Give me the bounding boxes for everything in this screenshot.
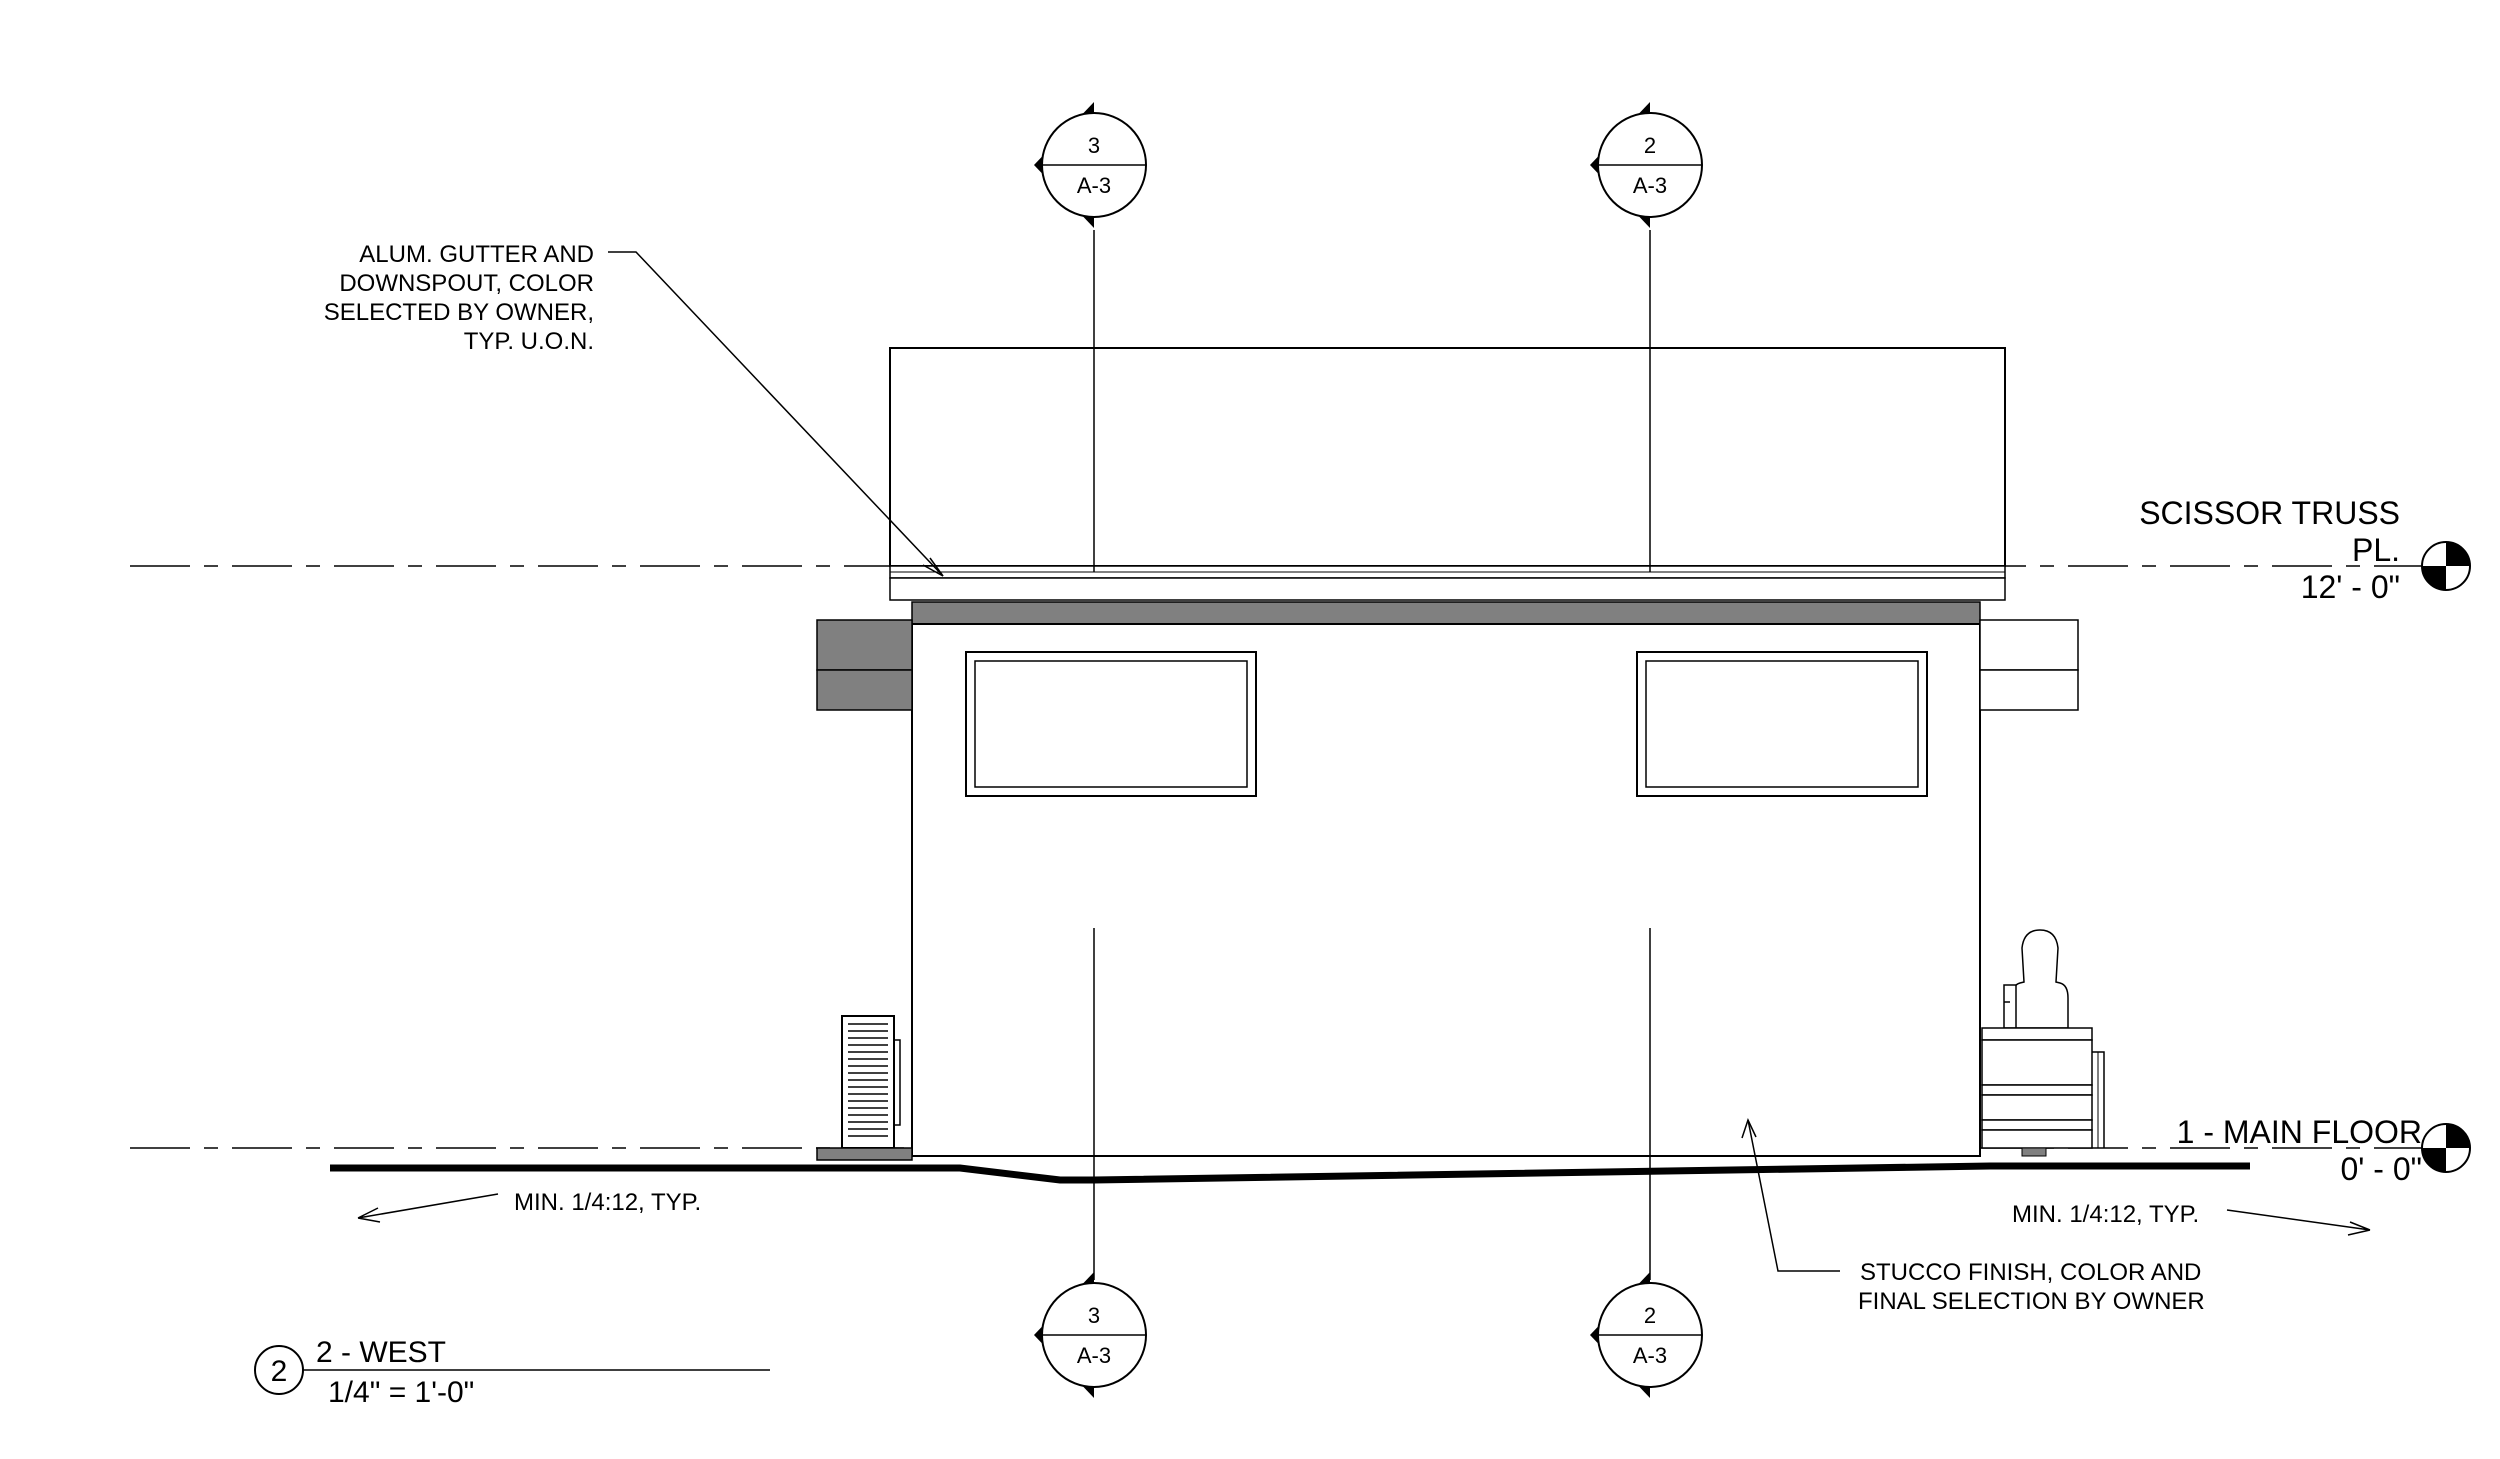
stucco-leader-arrow bbox=[1741, 1117, 1757, 1139]
section-marker-number: 3 bbox=[1088, 133, 1100, 158]
truss-level-name-2: PL. bbox=[2352, 532, 2400, 568]
stucco-note: STUCCO FINISH, COLOR AND FINAL SELECTION… bbox=[1858, 1259, 2205, 1315]
section-marker-bottom-right: 2 A-3 bbox=[1590, 1272, 1703, 1398]
roof-parapet bbox=[889, 347, 2006, 567]
slope-arrow-left bbox=[357, 1193, 499, 1223]
stucco-leader bbox=[1747, 1119, 1840, 1272]
slope-note-left: MIN. 1/4:12, TYP. bbox=[514, 1189, 701, 1216]
truss-level-name: SCISSOR TRUSS bbox=[2139, 495, 2400, 531]
gutter-note-line: SELECTED BY OWNER, bbox=[324, 299, 594, 326]
section-marker-sheet: A-3 bbox=[1077, 173, 1111, 198]
left-side-element-top bbox=[816, 619, 913, 671]
section-marker-sheet: A-3 bbox=[1633, 173, 1667, 198]
gutter-leader-arrow bbox=[922, 557, 944, 577]
window-left bbox=[965, 651, 1257, 797]
gutter-note-line: TYP. U.O.N. bbox=[464, 328, 594, 355]
view-title-number: 2 bbox=[271, 1355, 288, 1388]
level-marker-main bbox=[2421, 1123, 2471, 1173]
slope-note-right: MIN. 1/4:12, TYP. bbox=[2012, 1201, 2199, 1228]
window-right bbox=[1636, 651, 1928, 797]
view-title-scale: 1/4" = 1'-0" bbox=[328, 1376, 474, 1409]
main-floor-level-name: 1 - MAIN FLOOR bbox=[2177, 1114, 2422, 1150]
stucco-note-line: STUCCO FINISH, COLOR AND bbox=[1860, 1259, 2201, 1286]
gutter-note-line: DOWNSPOUT, COLOR bbox=[339, 270, 594, 297]
section-marker-sheet: A-3 bbox=[1077, 1343, 1111, 1368]
gutter-lower-band bbox=[889, 577, 2006, 601]
gutter-leader bbox=[608, 251, 944, 577]
right-side-element-bottom bbox=[1979, 669, 2079, 711]
section-marker-number: 2 bbox=[1644, 1303, 1656, 1328]
left-side-element-bottom bbox=[816, 669, 913, 711]
grade-line bbox=[330, 1162, 2250, 1184]
gutter-note-line: ALUM. GUTTER AND bbox=[359, 241, 594, 268]
section-marker-sheet: A-3 bbox=[1633, 1343, 1667, 1368]
truss-level-elevation: 12' - 0" bbox=[2301, 569, 2400, 605]
view-title: 2 2 - WEST 1/4" = 1'-0" bbox=[254, 1336, 770, 1409]
stucco-note-line: FINAL SELECTION BY OWNER bbox=[1858, 1288, 2205, 1315]
gutter-note: ALUM. GUTTER AND DOWNSPOUT, COLOR SELECT… bbox=[324, 241, 594, 355]
section-marker-number: 3 bbox=[1088, 1303, 1100, 1328]
level-marker-truss bbox=[2421, 541, 2471, 591]
section-marker-number: 2 bbox=[1644, 133, 1656, 158]
ac-condenser-unit bbox=[816, 1015, 913, 1161]
section-marker-bottom-left: 3 A-3 bbox=[1034, 1272, 1147, 1398]
fascia bbox=[911, 601, 1981, 625]
section-marker-top-left: 3 A-3 bbox=[1034, 102, 1147, 228]
main-floor-level-elevation: 0' - 0" bbox=[2341, 1151, 2423, 1187]
section-marker-top-right: 2 A-3 bbox=[1590, 102, 1703, 228]
outdoor-seating bbox=[1981, 929, 2105, 1157]
view-title-name: 2 - WEST bbox=[316, 1336, 446, 1369]
right-side-element-top bbox=[1979, 619, 2079, 671]
slope-arrow-right bbox=[2226, 1209, 2371, 1236]
